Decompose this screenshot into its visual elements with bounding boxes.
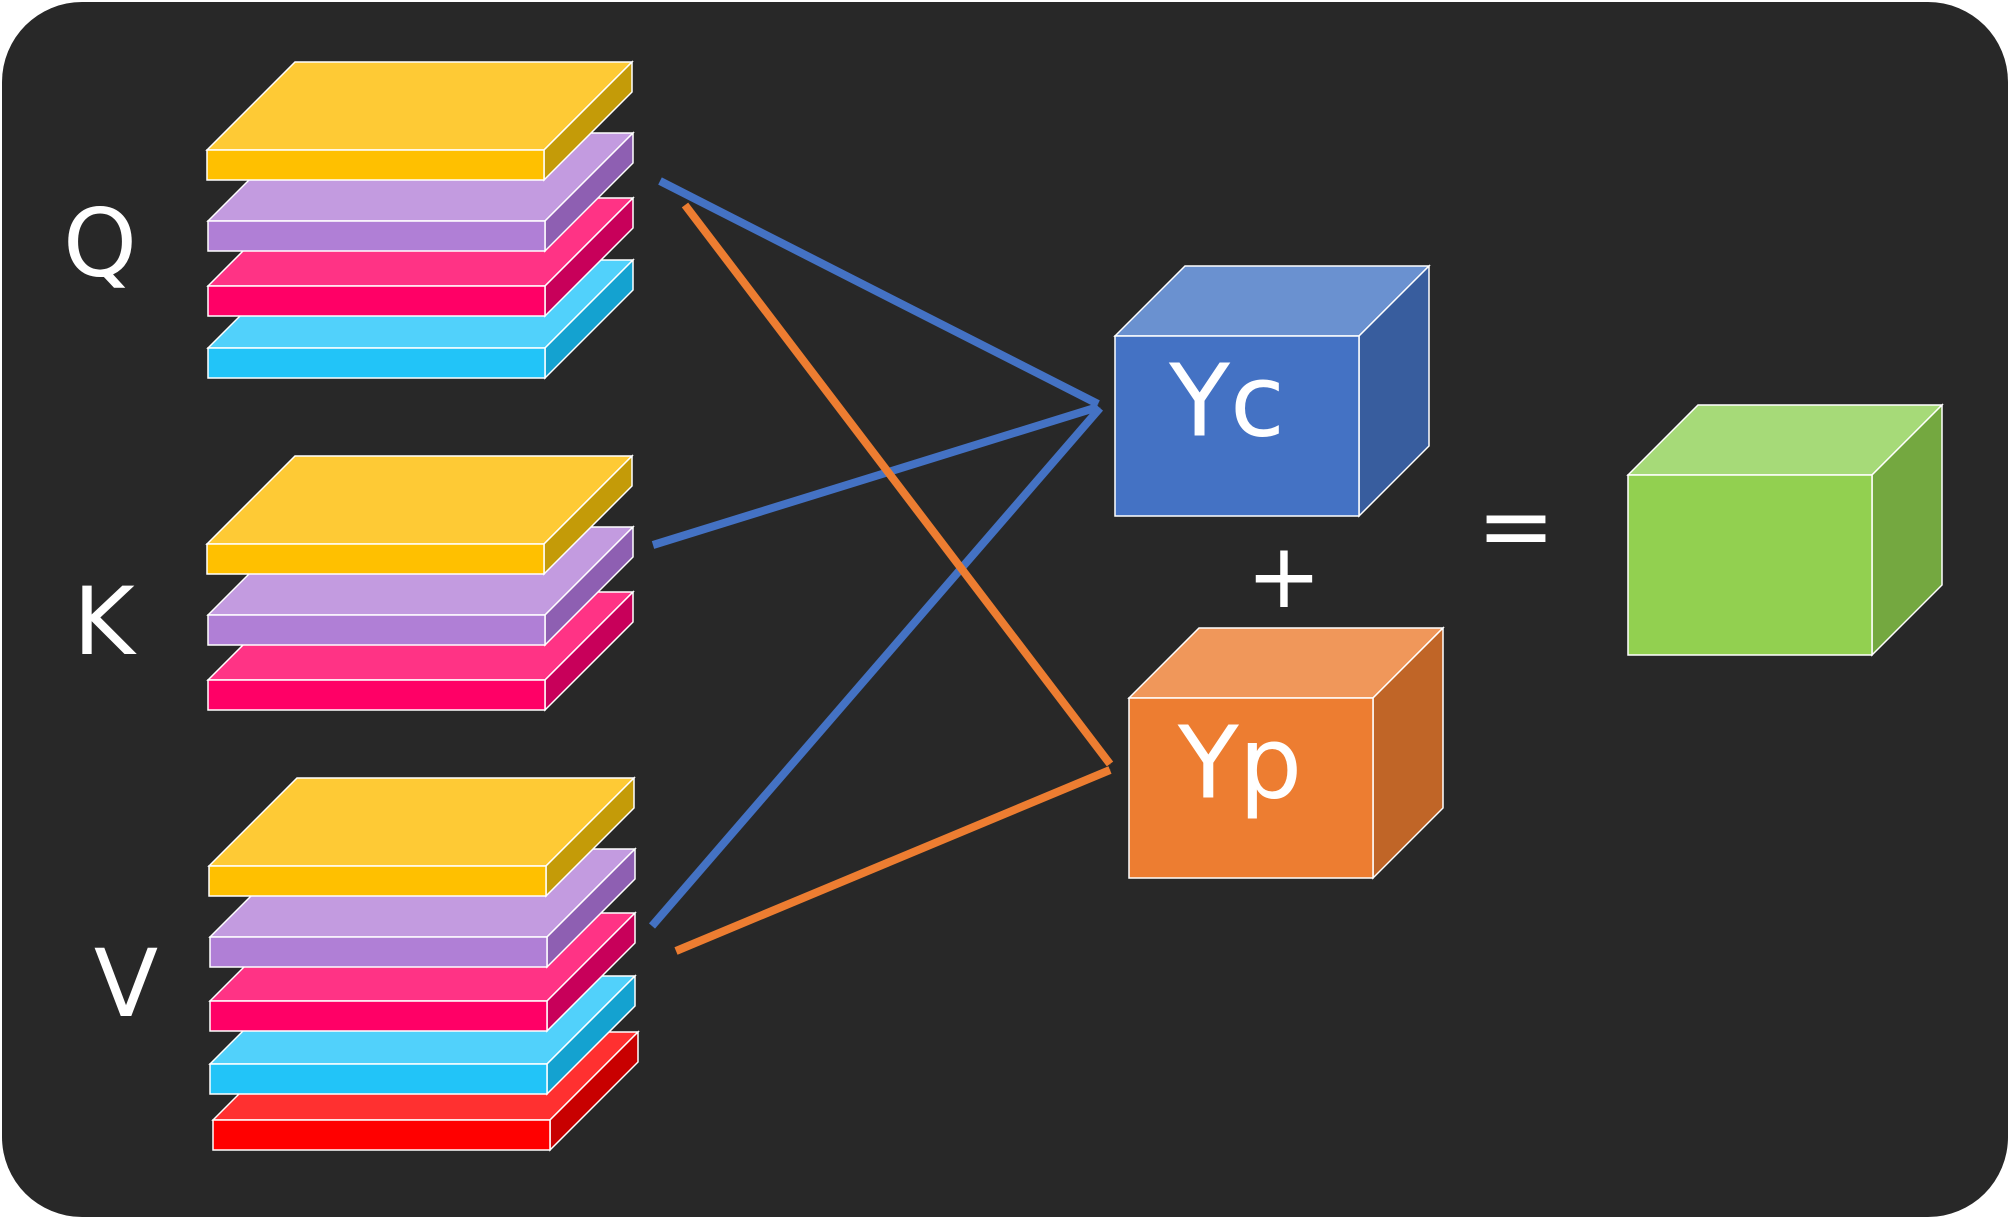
- layer-v-yellow: [207, 776, 636, 898]
- label-q: Q: [63, 190, 137, 299]
- layer-stacks: [205, 60, 640, 1152]
- stack-v: [207, 776, 640, 1152]
- box-yc: Yc: [1113, 264, 1431, 518]
- arrow-q-to-yc: [658, 177, 1100, 408]
- box-yp-label: Yp: [1177, 704, 1303, 821]
- arrow-v-to-yc: [648, 405, 1104, 929]
- arrow-v-to-yp: [674, 766, 1112, 955]
- layer-k-yellow: [205, 454, 634, 576]
- arrow-k-to-yc: [651, 403, 1100, 549]
- arrow-q-to-yp: [681, 202, 1114, 767]
- layer-q-yellow: [205, 60, 634, 182]
- stack-k: [205, 454, 635, 712]
- stack-q: [205, 60, 635, 380]
- arrows: [648, 177, 1114, 955]
- equals-sign: =: [1477, 472, 1556, 581]
- label-k: K: [73, 568, 137, 677]
- plus-sign: +: [1246, 524, 1321, 629]
- label-v: V: [94, 930, 158, 1039]
- box-yc-label: Yc: [1168, 342, 1285, 459]
- box-result: [1626, 403, 1944, 657]
- box-yp: Yp: [1127, 626, 1445, 880]
